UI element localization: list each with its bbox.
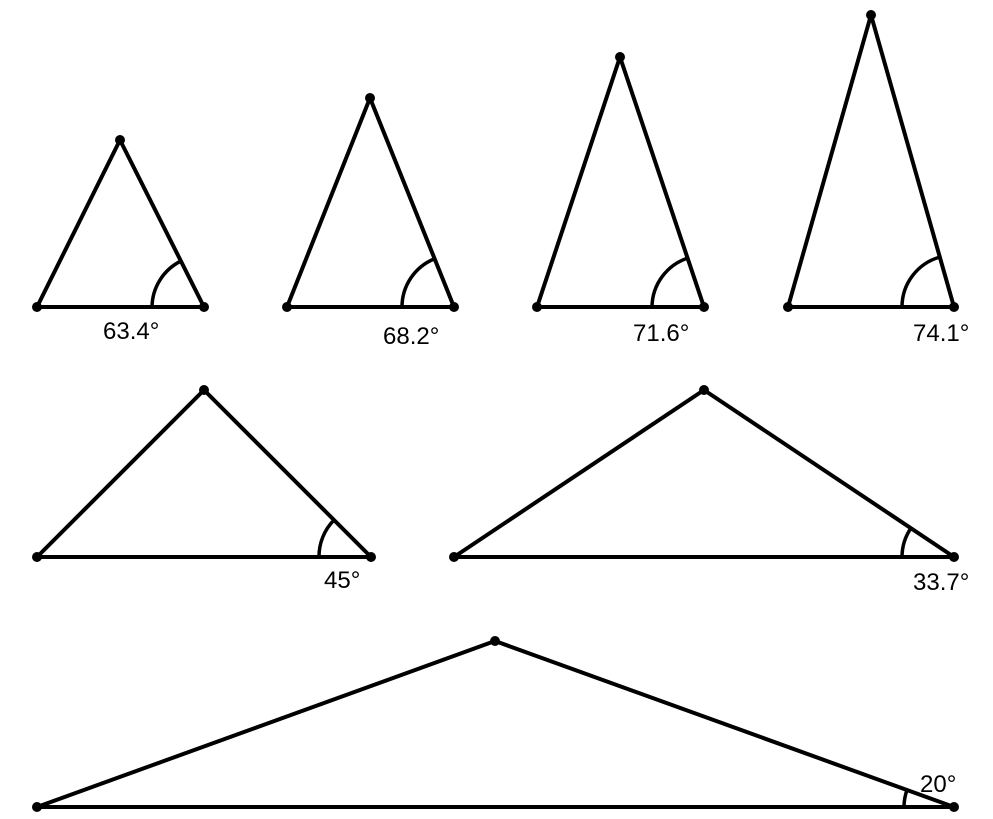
triangle-7-angle-arc [902, 789, 909, 808]
triangle-4-vertex-left [783, 302, 793, 312]
triangle-3: 71.6° [532, 52, 709, 347]
triangle-5: 45° [32, 385, 376, 594]
triangle-4-angle-label: 74.1° [913, 320, 969, 347]
triangle-5-vertex-right [366, 552, 376, 562]
triangle-5-vertex-apex [199, 385, 209, 395]
triangle-7: 20° [32, 636, 959, 812]
triangle-6: 33.7° [449, 385, 969, 596]
triangle-1-outline [35, 138, 206, 309]
triangle-2-angle-label: 68.2° [383, 323, 439, 350]
triangle-7-outline [35, 639, 956, 809]
triangle-3-angle-label: 71.6° [633, 320, 689, 347]
triangle-4-angle-arc [900, 255, 941, 308]
triangle-6-outline [452, 388, 956, 559]
triangle-7-angle-label: 20° [920, 771, 956, 798]
triangle-7-vertex-right [949, 802, 959, 812]
triangle-1-angle-label: 63.4° [103, 318, 159, 345]
triangle-2-vertex-right [449, 302, 459, 312]
triangle-4-outline [786, 13, 956, 309]
triangle-1-vertex-left [32, 302, 42, 312]
triangle-2-angle-arc [400, 257, 435, 308]
triangle-5-angle-arc [317, 518, 336, 558]
triangle-3-outline [535, 55, 706, 309]
triangle-1-angle-arc [150, 259, 182, 308]
triangle-5-angle-label: 45° [324, 567, 360, 594]
triangle-1: 63.4° [32, 135, 209, 345]
triangle-1-vertex-right [199, 302, 209, 312]
triangle-5-outline [35, 388, 373, 559]
triangle-6-angle-label: 33.7° [913, 569, 969, 596]
triangle-4-vertex-right [949, 302, 959, 312]
triangle-4-vertex-apex [866, 10, 876, 20]
triangle-2-outline [285, 96, 456, 309]
triangle-4: 74.1° [783, 10, 969, 347]
triangle-7-vertex-apex [490, 636, 500, 646]
triangle-6-vertex-apex [699, 385, 709, 395]
triangle-3-vertex-right [699, 302, 709, 312]
triangle-2: 68.2° [282, 93, 459, 350]
triangle-3-angle-arc [650, 256, 689, 308]
triangle-2-vertex-left [282, 302, 292, 312]
triangle-3-vertex-apex [615, 52, 625, 62]
triangle-6-angle-arc [900, 527, 913, 558]
triangle-5-vertex-left [32, 552, 42, 562]
triangle-6-vertex-left [449, 552, 459, 562]
triangle-1-vertex-apex [115, 135, 125, 145]
triangle-2-vertex-apex [365, 93, 375, 103]
triangle-3-vertex-left [532, 302, 542, 312]
triangle-7-vertex-left [32, 802, 42, 812]
triangle-6-vertex-right [949, 552, 959, 562]
